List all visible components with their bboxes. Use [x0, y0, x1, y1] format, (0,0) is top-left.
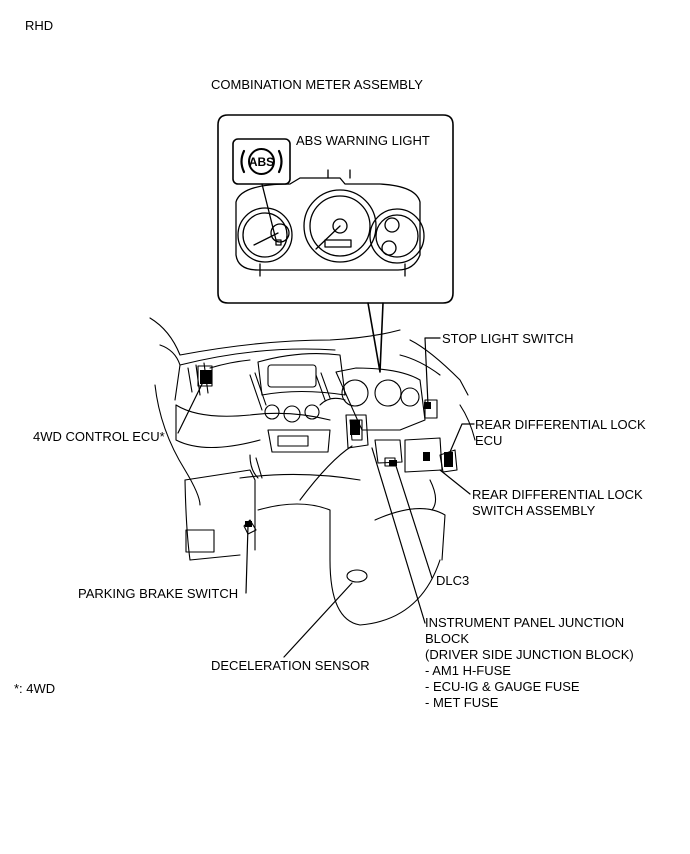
callout-pointer — [367, 302, 384, 373]
stop-light-switch-label: STOP LIGHT SWITCH — [442, 331, 574, 346]
dlc3-label: DLC3 — [436, 573, 470, 588]
four-wd-control-ecu-label: 4WD CONTROL ECU* — [33, 429, 165, 444]
junction-block-label-line1: INSTRUMENT PANEL JUNCTION — [425, 615, 625, 630]
junction-block-fuse-1: - AM1 H-FUSE — [425, 663, 511, 678]
rear-diff-lock-ecu-marker — [444, 452, 453, 467]
abs-warning-light-label: ABS WARNING LIGHT — [296, 133, 430, 148]
dlc3-marker — [389, 460, 397, 466]
rear-diff-lock-switch-label-line2: SWITCH ASSEMBLY — [472, 503, 596, 518]
instrument-cluster — [235, 169, 425, 277]
junction-block-fuse-3: - MET FUSE — [425, 695, 499, 710]
callout-box — [217, 114, 454, 304]
abs-leader — [261, 183, 277, 241]
deceleration-sensor-label: DECELERATION SENSOR — [211, 658, 370, 673]
rhd-tag: RHD — [25, 18, 54, 33]
parking-brake-switch-marker — [245, 521, 252, 527]
dashboard — [149, 317, 476, 626]
junction-block-fuse-2: - ECU-IG & GAUGE FUSE — [425, 679, 580, 694]
four-wd-control-ecu-marker — [200, 370, 212, 384]
rear-diff-lock-switch-label-line1: REAR DIFFERENTIAL LOCK — [472, 487, 643, 502]
leader-lines — [177, 337, 475, 658]
combination-meter-title: COMBINATION METER ASSEMBLY — [211, 77, 423, 92]
rear-diff-lock-ecu-label-line2: ECU — [475, 433, 503, 448]
junction-block-label-line2: BLOCK — [425, 631, 470, 646]
stop-light-switch-marker — [424, 402, 431, 409]
junction-block-label-line3: (DRIVER SIDE JUNCTION BLOCK) — [425, 647, 634, 662]
rear-diff-lock-ecu-label-line1: REAR DIFFERENTIAL LOCK — [475, 417, 646, 432]
abs-icon-text: ABS — [249, 155, 274, 169]
parking-brake-switch-label: PARKING BRAKE SWITCH — [78, 586, 239, 601]
footnote: *: 4WD — [14, 681, 56, 696]
rear-diff-lock-switch-marker — [423, 452, 430, 461]
junction-block-marker — [350, 420, 360, 435]
abs-icon — [240, 148, 283, 175]
